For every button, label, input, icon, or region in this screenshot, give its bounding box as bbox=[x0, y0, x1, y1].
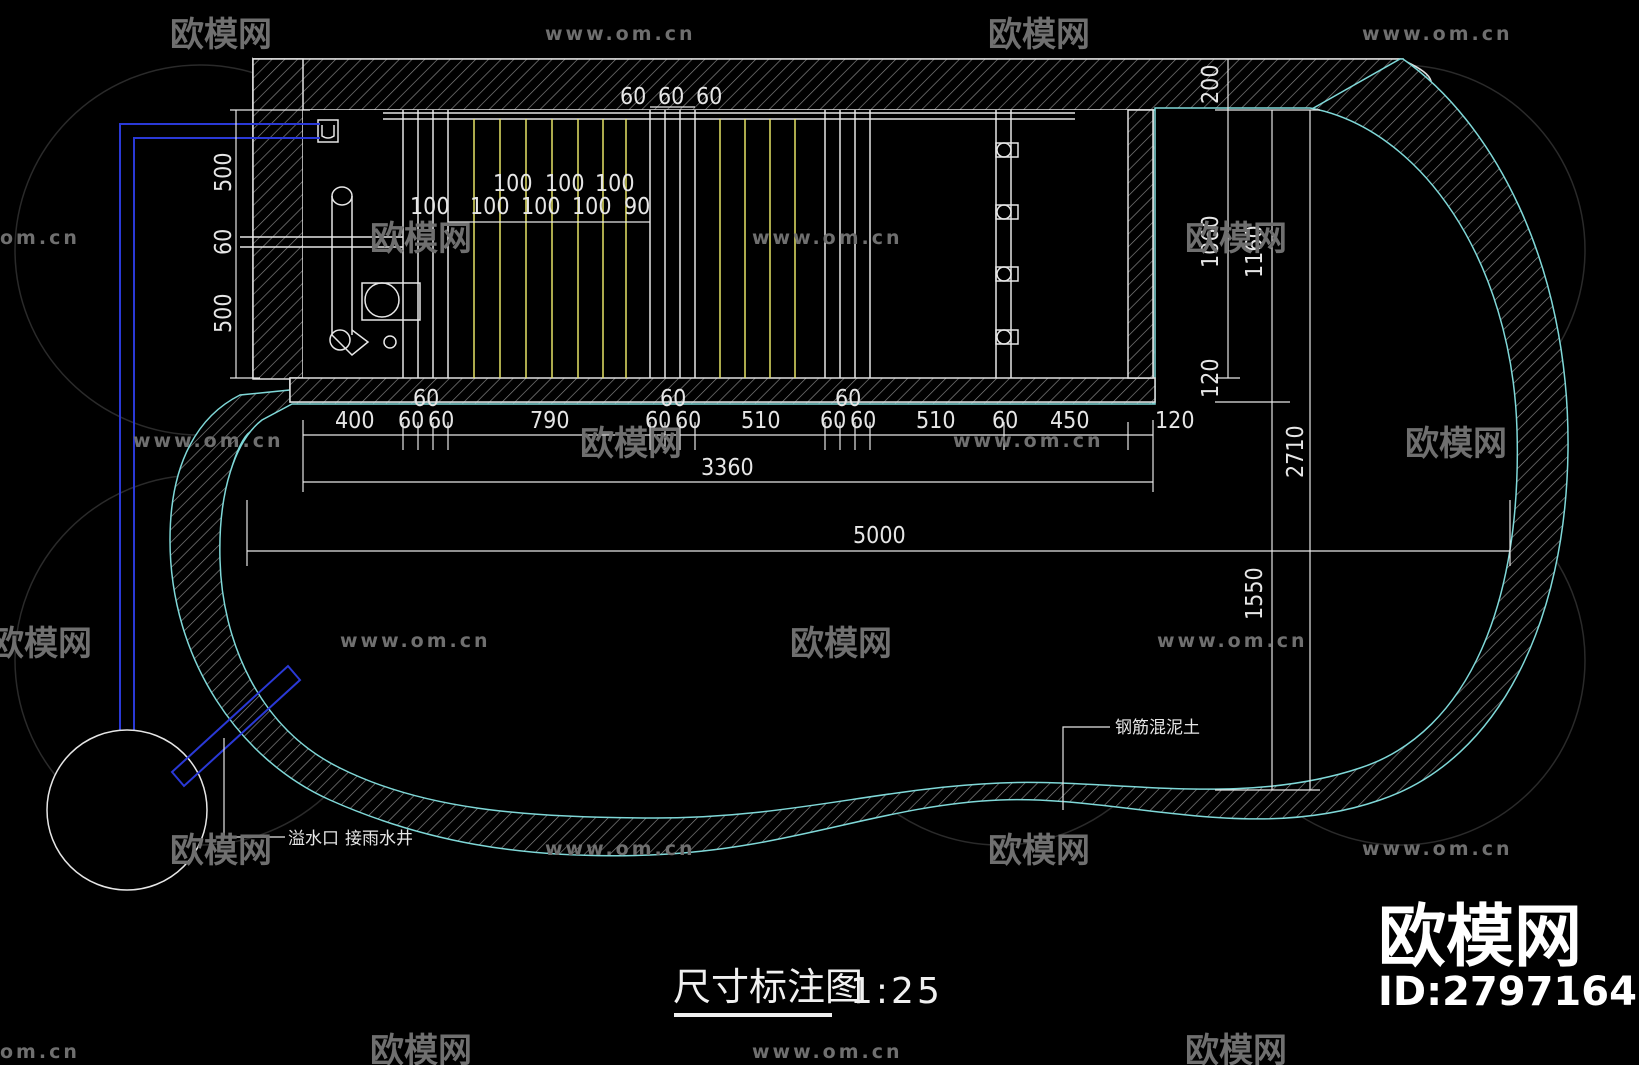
dim-right-1060: 1060 bbox=[1198, 215, 1224, 268]
left-wall-band bbox=[252, 58, 304, 380]
dim-row-60-d: 60 bbox=[675, 408, 701, 434]
dim-row-60-c: 60 bbox=[645, 408, 671, 434]
wm-brand-10: 欧模网 bbox=[988, 831, 1090, 871]
dim-grid-bottom-3: 100 bbox=[521, 194, 561, 220]
right-wall-redraw bbox=[1127, 109, 1154, 379]
dimension-text: 60 60 60 100 100 100 100 100 100 100 90 … bbox=[211, 65, 1309, 621]
dim-row-60-b: 60 bbox=[428, 408, 454, 434]
dim-right-1160: 1160 bbox=[1242, 225, 1268, 278]
chamber-interior bbox=[303, 110, 1128, 378]
bottom-wall-redraw bbox=[289, 377, 1156, 403]
wm-brand-11: 欧模网 bbox=[370, 1031, 472, 1065]
top-wall-band bbox=[252, 58, 1404, 111]
watermarks: 欧模网 www.om.cn 欧模网 www.om.cn om.cn 欧模网 ww… bbox=[0, 15, 1513, 1065]
dim-row-400: 400 bbox=[335, 408, 375, 434]
dim-row-510-a: 510 bbox=[741, 408, 781, 434]
dim-row-510-b: 510 bbox=[916, 408, 956, 434]
wm-url-10: www.om.cn bbox=[752, 1041, 903, 1063]
dim-upper-60-2: 60 bbox=[660, 386, 686, 412]
dim-right-120: 120 bbox=[1198, 359, 1224, 399]
wm-brand-1: 欧模网 bbox=[170, 15, 272, 55]
wm-url-2: www.om.cn bbox=[1362, 23, 1513, 45]
wm-brand-12: 欧模网 bbox=[1185, 1031, 1287, 1065]
pond-outline bbox=[169, 58, 1569, 857]
label-overflow: 溢水口 bbox=[288, 829, 339, 849]
wm-url-partial-1: om.cn bbox=[0, 227, 80, 249]
dim-left-500-bottom: 500 bbox=[211, 294, 237, 334]
dim-row-60-g: 60 bbox=[992, 408, 1018, 434]
dim-grid-bottom-4: 100 bbox=[572, 194, 612, 220]
dim-right-2710: 2710 bbox=[1283, 425, 1309, 478]
dim-row-120: 120 bbox=[1155, 408, 1195, 434]
notes: 钢筋混泥土 溢水口 接雨水井 bbox=[288, 718, 1200, 849]
dim-top-60-1: 60 bbox=[620, 84, 646, 110]
pond-inner-edge bbox=[219, 107, 1519, 819]
wm-url-9: www.om.cn bbox=[1362, 838, 1513, 860]
dim-grid-top-3: 100 bbox=[595, 171, 635, 197]
dim-row-60-a: 60 bbox=[398, 408, 424, 434]
dim-left-500-top: 500 bbox=[211, 153, 237, 193]
wm-url-4: www.om.cn bbox=[133, 430, 284, 452]
label-rain-well: 接雨水井 bbox=[345, 829, 413, 849]
dim-right-200: 200 bbox=[1198, 65, 1224, 105]
dim-left-60: 60 bbox=[211, 229, 237, 255]
rain-well bbox=[46, 729, 208, 891]
dim-row-60-f: 60 bbox=[850, 408, 876, 434]
dim-top-60-2: 60 bbox=[658, 84, 684, 110]
dim-upper-60-3: 60 bbox=[835, 386, 861, 412]
dim-grid-top-2: 100 bbox=[545, 171, 585, 197]
dim-top-60-3: 60 bbox=[696, 84, 722, 110]
wm-url-5: www.om.cn bbox=[953, 430, 1104, 452]
wm-url-8: www.om.cn bbox=[545, 838, 696, 860]
wm-brand-9: 欧模网 bbox=[170, 831, 272, 871]
wm-url-7: www.om.cn bbox=[1157, 630, 1308, 652]
dim-right-1550: 1550 bbox=[1242, 567, 1268, 620]
wm-brand-5: 欧模网 bbox=[580, 424, 682, 464]
dim-row-790: 790 bbox=[530, 408, 570, 434]
dim-grid-bottom-5: 90 bbox=[624, 194, 650, 220]
overflow-pipe bbox=[170, 664, 302, 788]
wm-url-6: www.om.cn bbox=[340, 630, 491, 652]
pump-icon bbox=[317, 119, 421, 357]
brand-id: ID:2797164 bbox=[1378, 969, 1637, 1015]
dim-grid-top-1: 100 bbox=[493, 171, 533, 197]
wm-url-1: www.om.cn bbox=[545, 23, 696, 45]
wm-url-partial-2: om.cn bbox=[0, 1041, 80, 1063]
dim-total-5000: 5000 bbox=[853, 523, 906, 549]
dimension-lines bbox=[223, 59, 1511, 838]
brand-stamp: 欧模网 ID:2797164 bbox=[1378, 898, 1637, 1015]
drawing-scale: 1:25 bbox=[850, 971, 943, 1012]
wm-url-3: www.om.cn bbox=[752, 227, 903, 249]
wm-brand-2: 欧模网 bbox=[988, 15, 1090, 55]
label-concrete: 钢筋混泥土 bbox=[1115, 718, 1200, 738]
dim-grid-bottom-1: 100 bbox=[410, 194, 450, 220]
interior-members bbox=[240, 110, 1075, 378]
brand-name: 欧模网 bbox=[1378, 898, 1582, 977]
drawing-title-block: 尺寸标注图 1:25 bbox=[673, 965, 943, 1017]
dim-upper-60-1: 60 bbox=[413, 386, 439, 412]
dim-grid-bottom-2: 100 bbox=[470, 194, 510, 220]
wm-brand-4: 欧模网 bbox=[1185, 219, 1287, 259]
dim-total-3360: 3360 bbox=[701, 455, 754, 481]
drawing-title: 尺寸标注图 bbox=[673, 965, 863, 1009]
wm-brand-6: 欧模网 bbox=[1405, 424, 1507, 464]
dim-row-60-e: 60 bbox=[820, 408, 846, 434]
wm-brand-3: 欧模网 bbox=[370, 219, 472, 259]
wm-brand-7: 欧模网 bbox=[0, 624, 92, 664]
dim-row-450: 450 bbox=[1050, 408, 1090, 434]
wm-brand-8: 欧模网 bbox=[790, 624, 892, 664]
